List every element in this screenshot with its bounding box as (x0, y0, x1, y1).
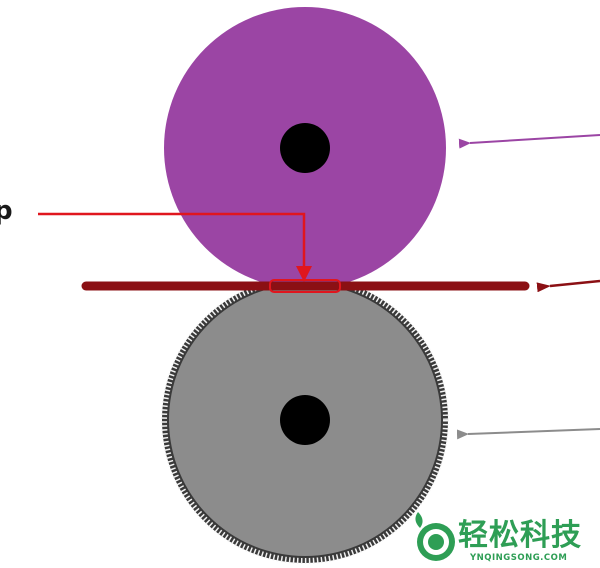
watermark-url-text: YNQINGSONG.COM (470, 553, 568, 563)
top-roller (164, 7, 446, 289)
strip-leader-arrow (536, 279, 600, 293)
bottom-roller (161, 276, 449, 564)
bottom-roller-leader-arrow (456, 428, 600, 440)
partial-left-label: p (0, 196, 13, 226)
top-roller-leader-arrow (458, 134, 600, 149)
top-roller-axle (280, 123, 330, 173)
bottom-roller-axle (280, 395, 330, 445)
watermark-chinese-text: 轻松科技 (458, 518, 582, 553)
nip-arrowhead (296, 266, 312, 282)
nip-pointer-line (38, 212, 306, 268)
leaf-circle-logo-icon (415, 512, 455, 561)
nip-pointer-arrow (38, 212, 312, 282)
